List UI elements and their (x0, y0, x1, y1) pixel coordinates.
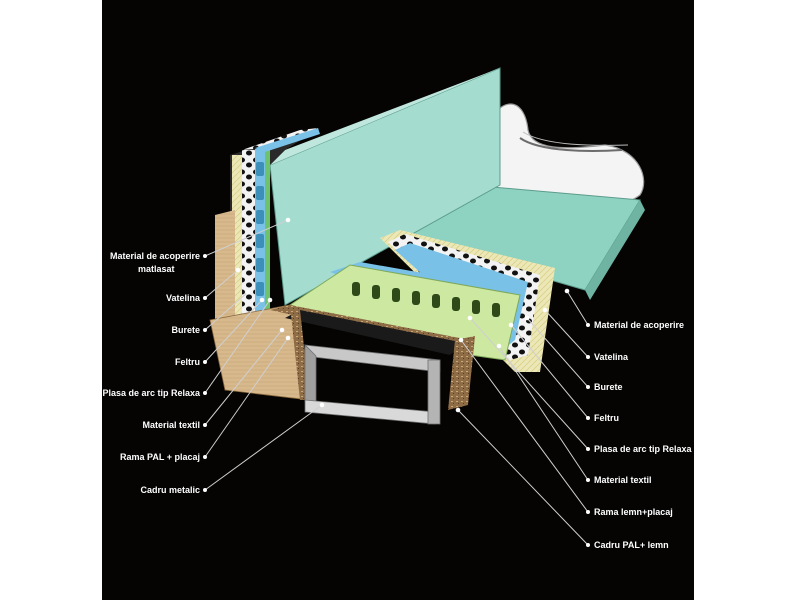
leader-endpoints-left (203, 254, 207, 492)
label-rama-pal-placaj-left: Rama PAL + placaj (120, 452, 200, 462)
leader-markers-right (455, 288, 590, 547)
label-cadru-metalic-left: Cadru metalic (140, 485, 200, 495)
label-cadru-pal-lemn-right: Cadru PAL+ lemn (594, 540, 669, 550)
seat-layers (288, 230, 555, 372)
label-feltru-left: Feltru (174, 357, 200, 367)
base-frame (209, 210, 475, 410)
leader-lines-right (457, 290, 589, 546)
backrest-layers (230, 128, 320, 323)
label-material-acoperire-right: Material de acoperire (594, 320, 685, 330)
backrest (269, 67, 501, 306)
label-plasa-arc-relaxa-left: Plasa de arc tip Relaxa (102, 388, 200, 398)
label-material-acoperire-matlasat-line1: Material de acoperire (109, 251, 200, 261)
label-vatelina-left: Vatelina (165, 293, 200, 303)
leader-lines-left (204, 219, 323, 491)
label-material-textil-left: Material textil (142, 420, 200, 430)
metal-frame (304, 344, 441, 425)
label-burete-right: Burete (594, 382, 623, 392)
label-plasa-arc-relaxa-right: Plasa de arc tip Relaxa (594, 444, 692, 454)
label-rama-lemn-placaj-right: Rama lemn+placaj (594, 507, 673, 517)
label-material-textil-right: Material textil (594, 475, 652, 485)
label-material-acoperire-matlasat-line2: matlasat (138, 264, 175, 274)
label-feltru-right: Feltru (594, 413, 620, 423)
label-vatelina-right: Vatelina (594, 352, 629, 362)
leader-markers-left (235, 217, 325, 408)
label-burete-left: Burete (171, 325, 200, 335)
